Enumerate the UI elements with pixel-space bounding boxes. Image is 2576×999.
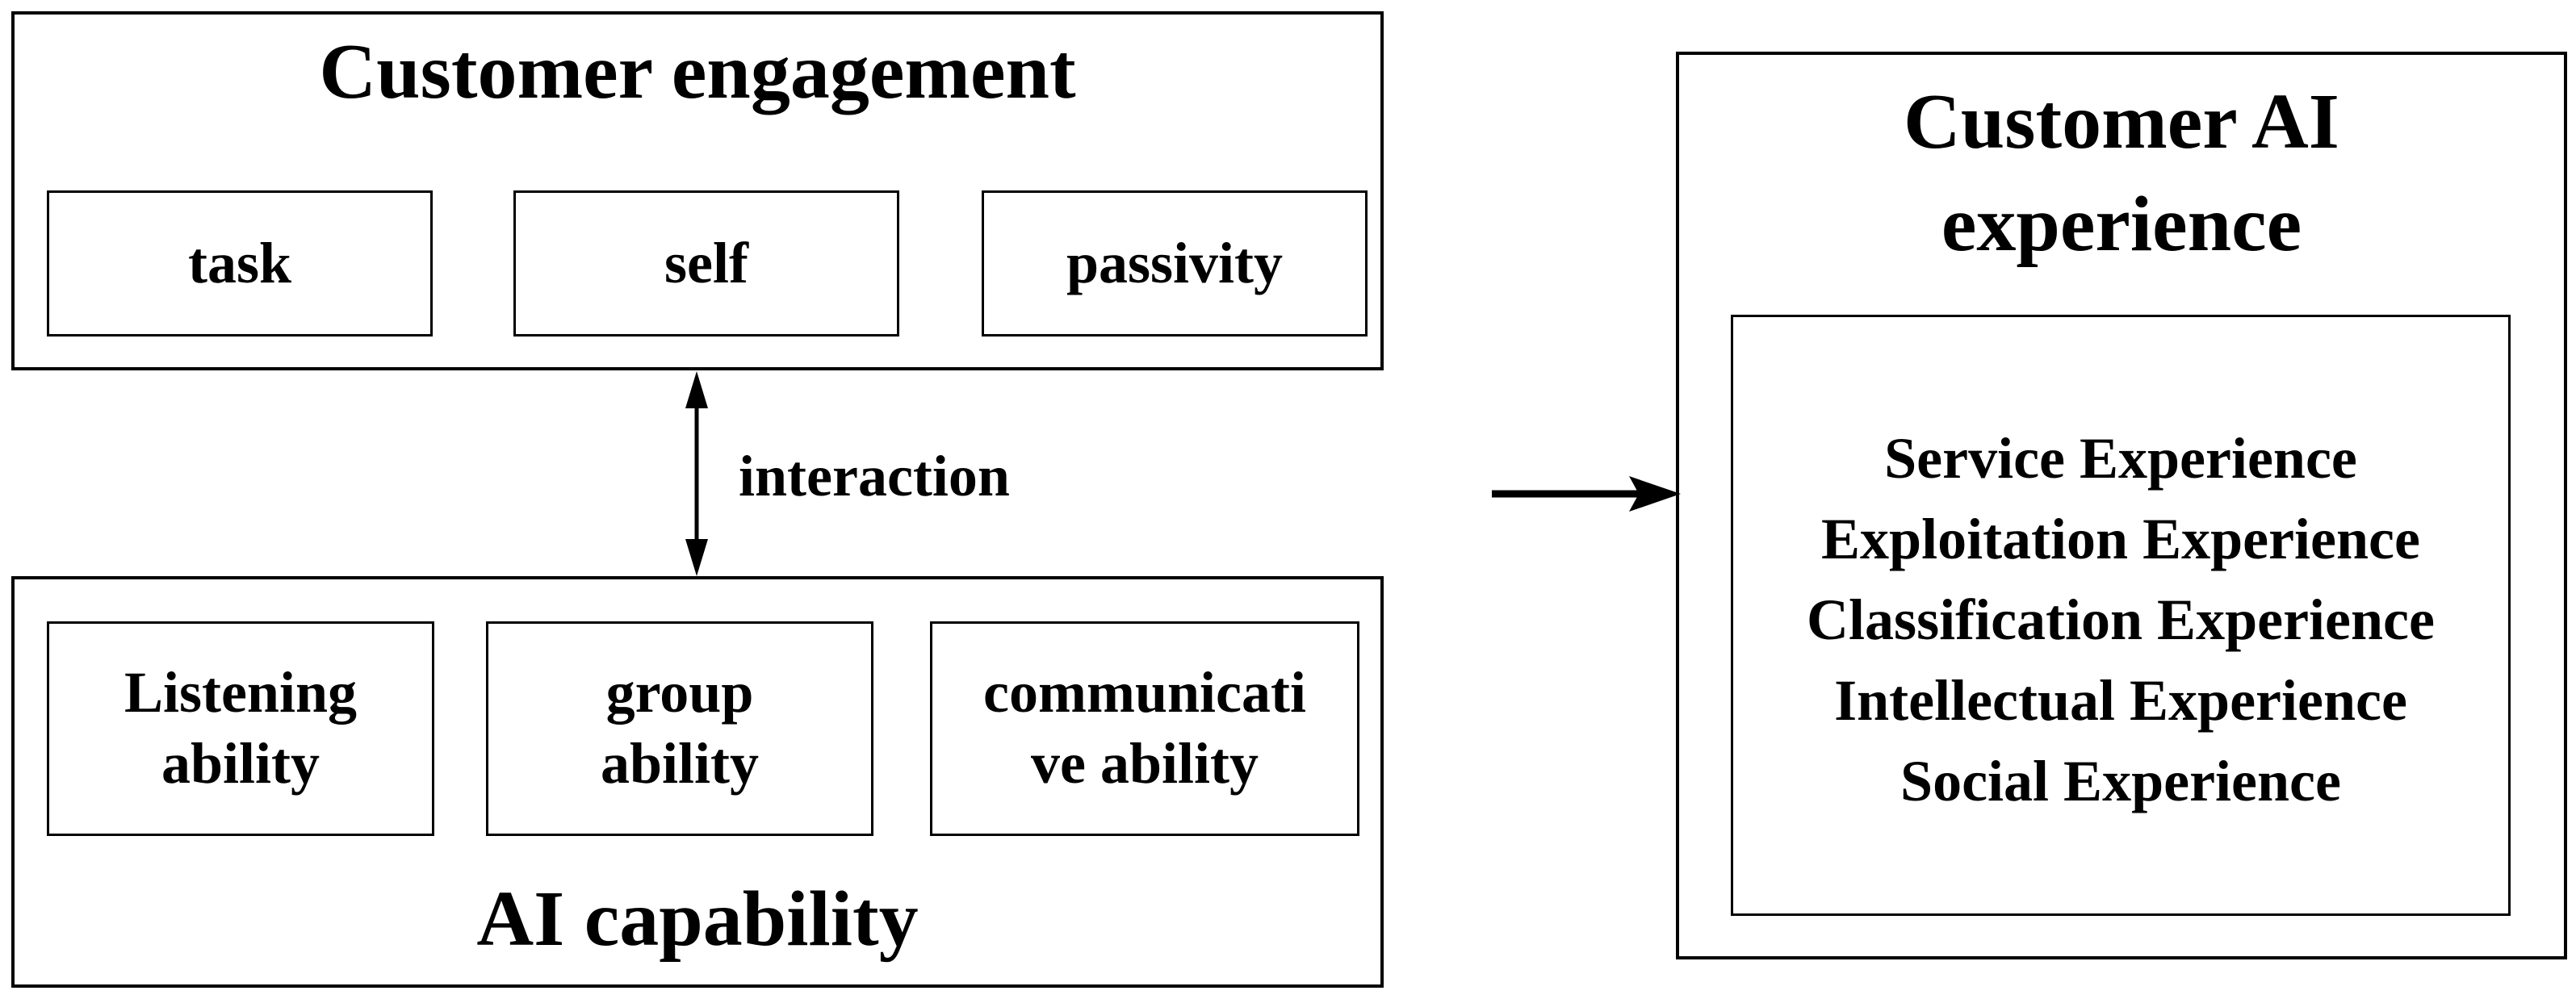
customer-ai-experience-title: Customer AI experience bbox=[1904, 78, 2339, 269]
interaction-label: interaction bbox=[739, 444, 1010, 508]
experience-item-social: Social Experience bbox=[1900, 749, 2341, 814]
ai-capability-title: AI capability bbox=[476, 876, 919, 963]
experience-arrow bbox=[1492, 476, 1681, 512]
capability-item-communicative: communicati ve ability bbox=[930, 621, 1359, 836]
engagement-item-self: self bbox=[513, 190, 899, 336]
experience-list: Service Experience Exploitation Experien… bbox=[1731, 418, 2511, 821]
experience-item-classification: Classification Experience bbox=[1807, 587, 2435, 653]
capability-item-group: group ability bbox=[486, 621, 873, 836]
capability-item-listening: Listening ability bbox=[47, 621, 434, 836]
engagement-item-task: task bbox=[47, 190, 433, 336]
experience-item-service: Service Experience bbox=[1884, 426, 2357, 491]
experience-item-exploitation: Exploitation Experience bbox=[1821, 507, 2420, 572]
experience-list-box bbox=[1731, 315, 2511, 916]
interaction-double-arrow bbox=[685, 371, 708, 576]
engagement-item-passivity: passivity bbox=[982, 190, 1368, 336]
experience-item-intellectual: Intellectual Experience bbox=[1834, 668, 2407, 734]
customer-engagement-title: Customer engagement bbox=[319, 28, 1076, 115]
